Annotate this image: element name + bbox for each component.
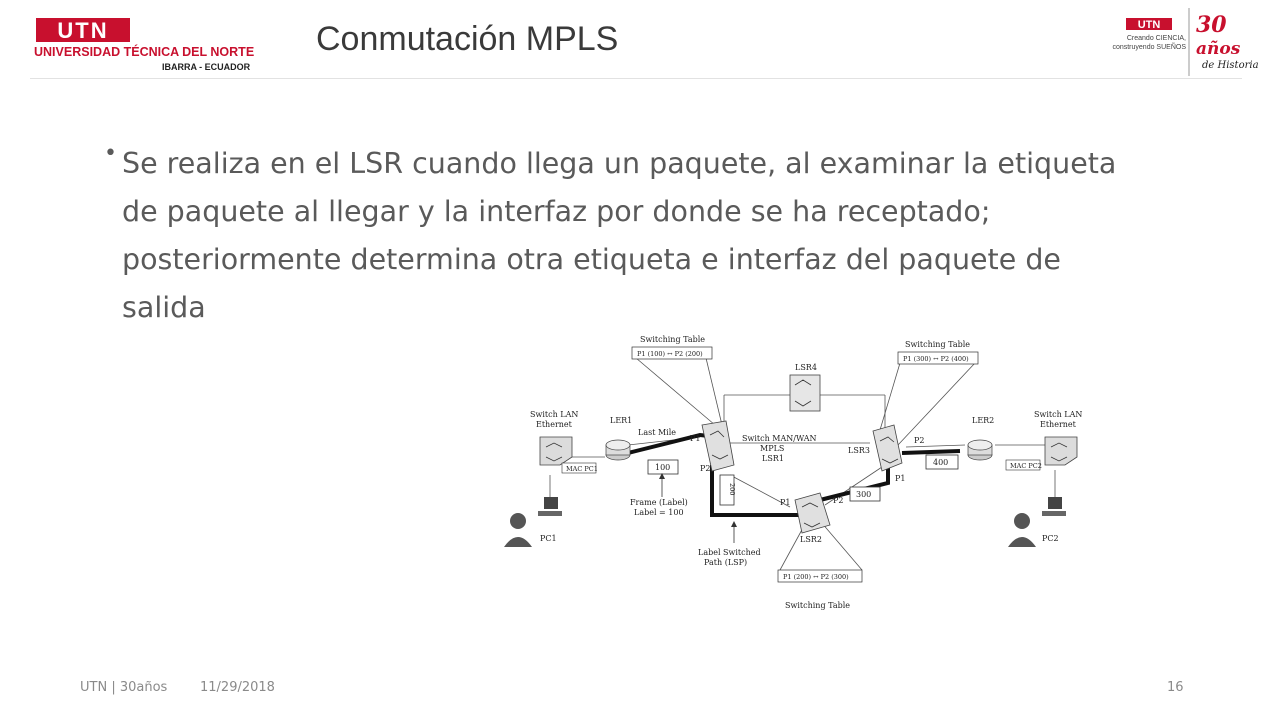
- anniversary-logo-mark: UTN: [1138, 19, 1161, 31]
- lsr1-switching-table-label: Switching Table: [640, 335, 705, 344]
- pc1-label: PC1: [540, 534, 557, 543]
- lsr2-p1-label: P1: [780, 498, 790, 507]
- switch-man-label-2: MPLS: [760, 444, 784, 453]
- label-100: 100: [655, 463, 670, 472]
- frame-label-1: Frame (Label): [630, 498, 688, 507]
- ler1-router-icon: [605, 439, 631, 461]
- lsr3-switching-table-label: Switching Table: [905, 340, 970, 349]
- mpls-diagram: Switching Table P1 (100) ↔ P2 (200) Swit…: [490, 325, 1110, 620]
- lsr1-table-entry: P1 (100) ↔ P2 (200): [637, 350, 703, 358]
- lsr3-p2-label: P2: [914, 436, 924, 445]
- label-200: 200: [728, 483, 736, 495]
- utn-logo-mark: UTN: [57, 18, 108, 43]
- slide-title: Conmutación MPLS: [316, 20, 619, 58]
- mac-pc1-label: MAC PC1: [566, 465, 598, 473]
- lsr2-p2-label: P2: [833, 496, 843, 505]
- bullet-text: Se realiza en el LSR cuando llega un paq…: [122, 147, 1117, 324]
- lsr2-switching-table-label: Switching Table: [785, 601, 850, 610]
- lsp-label-1: Label Switched: [698, 548, 761, 557]
- switch-lan-right-icon: [1044, 436, 1078, 466]
- lsr3-switch-icon: [872, 424, 903, 472]
- utn-logo-location: IBARRA - ECUADOR: [162, 62, 251, 72]
- switch-man-label-3: LSR1: [762, 454, 784, 463]
- lsr1-p1-label: P1: [690, 434, 700, 443]
- page-number: 16: [1167, 680, 1184, 695]
- lsr3-p1-label: P1: [895, 474, 905, 483]
- switch-lan-right-label-1: Switch LAN: [1034, 410, 1082, 419]
- footer-brand: UTN | 30años: [80, 680, 168, 695]
- mac-pc2-label: MAC PC2: [1010, 462, 1042, 470]
- last-mile-label: Last Mile: [638, 428, 676, 437]
- switch-lan-left-label-1: Switch LAN: [530, 410, 578, 419]
- anniversary-tagline-1: Creando CIENCIA,: [1127, 35, 1186, 42]
- switch-lan-left-icon: [539, 436, 573, 466]
- anniversary-word: años: [1196, 39, 1241, 59]
- utn-logo: UTN UNIVERSIDAD TÉCNICA DEL NORTE IBARRA…: [34, 16, 266, 76]
- lsr4-switch-icon: [789, 374, 821, 412]
- footer-date: 11/29/2018: [200, 680, 275, 695]
- pc2-user-icon: [1008, 497, 1066, 547]
- switch-lan-right-label-2: Ethernet: [1040, 420, 1077, 429]
- utn-logo-name: UNIVERSIDAD TÉCNICA DEL NORTE: [34, 44, 254, 59]
- header-divider: [30, 78, 1242, 79]
- lsr3-label: LSR3: [848, 446, 870, 455]
- lsp-label-2: Path (LSP): [704, 558, 747, 567]
- lsr2-table-entry: P1 (200) ↔ P2 (300): [783, 573, 849, 581]
- utn-anniversary-logo: UTN Creando CIENCIA, construyendo SUEÑOS…: [1100, 6, 1270, 78]
- anniversary-sub: de Historia: [1202, 60, 1259, 71]
- lsr1-p2-label: P2: [700, 464, 710, 473]
- lsr3-table-entry: P1 (300) ↔ P2 (400): [903, 355, 969, 363]
- ler2-router-icon: [967, 439, 993, 461]
- ler1-label: LER1: [610, 416, 632, 425]
- switch-lan-left-label-2: Ethernet: [536, 420, 573, 429]
- label-400: 400: [933, 458, 948, 467]
- anniversary-number: 30: [1196, 12, 1227, 38]
- label-300: 300: [856, 490, 871, 499]
- ler2-label: LER2: [972, 416, 994, 425]
- lsr4-label: LSR4: [795, 363, 817, 372]
- pc2-label: PC2: [1042, 534, 1059, 543]
- lsr2-label: LSR2: [800, 535, 822, 544]
- pc1-user-icon: [504, 497, 562, 547]
- lsr1-switch-icon: [701, 420, 735, 472]
- lsr2-switch-icon: [794, 492, 831, 534]
- anniversary-tagline-2: construyendo SUEÑOS: [1112, 42, 1186, 51]
- utn-logo-mark-box: [36, 18, 130, 42]
- switch-man-label-1: Switch MAN/WAN: [742, 434, 817, 443]
- bullet-marker: •: [104, 141, 117, 166]
- frame-label-2: Label = 100: [634, 508, 684, 517]
